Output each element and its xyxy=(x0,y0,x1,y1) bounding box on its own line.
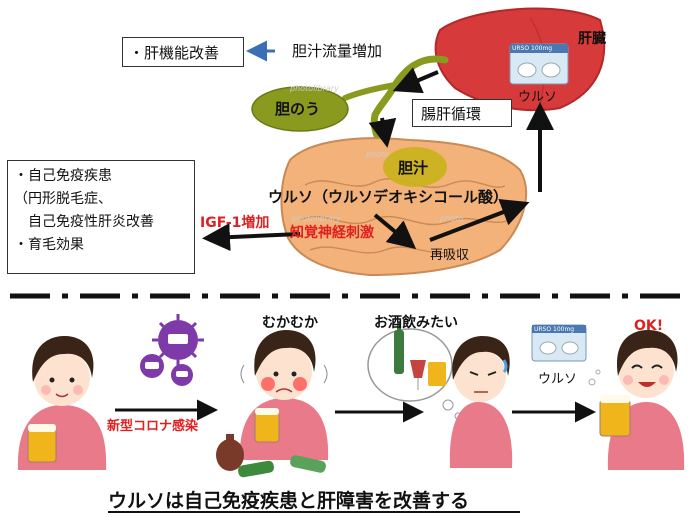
effect-line-4: ・育毛効果 xyxy=(14,237,84,253)
woman-happy-illustration xyxy=(588,330,685,470)
watermark-3: photolibrary xyxy=(292,214,341,223)
caption: ウルソは自己免疫疾患と肝障害を改善する xyxy=(108,490,470,512)
enterohepatic-box: 腸肝循環 xyxy=(412,99,512,127)
arrow-bile-down xyxy=(368,117,397,148)
watermark-1: photolibrary xyxy=(290,84,339,93)
effects-box: ・自己免疫疾患 （円形脱毛症、 自己免疫性肝炎改善 ・育毛効果 xyxy=(7,160,195,274)
nausea-label: むかむか xyxy=(262,315,318,331)
bile-label: 胆汁 xyxy=(398,159,429,177)
intestine-illustration xyxy=(280,137,528,277)
gallbladder-label: 胆のう xyxy=(275,100,321,118)
ok-label: OK! xyxy=(634,318,664,334)
effect-line-1: ・自己免疫疾患 xyxy=(14,168,112,184)
woman-nauseous-illustration xyxy=(239,330,329,460)
want-drink-label: お酒飲みたい xyxy=(374,315,458,331)
pill-pack-text-top: URSO 100mg xyxy=(512,45,553,52)
reabsorption-label: 再吸収 xyxy=(430,248,470,263)
effect-line-2: （円形脱毛症、 xyxy=(14,191,112,207)
effect-line-3: 自己免疫性肝炎改善 xyxy=(14,214,154,230)
liver-function-box: ・肝機能改善 xyxy=(122,37,244,67)
drug-full-name: ウルソ（ウルソデオキシコール酸） xyxy=(268,188,509,206)
igf1-label: IGF-1増加 xyxy=(200,215,270,231)
liver-function-label: ・肝機能改善 xyxy=(129,44,220,62)
arrow-liver-to-bile xyxy=(392,67,439,94)
woman-healthy-illustration xyxy=(17,336,107,470)
woman-craving-illustration xyxy=(449,336,513,468)
ursodiol-pill-pack xyxy=(509,43,569,85)
virus-icon xyxy=(140,314,204,386)
drug-label-bottom: ウルソ xyxy=(538,372,578,387)
infection-label: 新型コロナ感染 xyxy=(107,419,199,434)
arrow-to-effects xyxy=(202,223,301,252)
watermark-4: photo xyxy=(440,214,464,223)
ursodiol-pill-pack-bottom xyxy=(531,324,587,362)
nerve-stimulation-label: 知覚神経刺激 xyxy=(290,225,374,241)
arrow-reabsorption-right xyxy=(429,199,530,242)
drug-label-top: ウルソ xyxy=(518,90,558,105)
bile-blob xyxy=(383,147,447,187)
bile-flow-label: 胆汁流量増加 xyxy=(292,42,383,60)
enterohepatic-label: 腸肝循環 xyxy=(421,105,482,123)
empty-bottles-illustration xyxy=(216,434,326,478)
gallbladder-illustration xyxy=(251,86,349,132)
thought-bubble xyxy=(367,322,462,420)
arrow-to-reabsorption xyxy=(373,213,417,250)
liver-label: 肝臓 xyxy=(578,31,606,47)
pill-pack-text-bottom: URSO 100mg xyxy=(534,326,575,333)
watermark-2: photo xyxy=(366,150,390,159)
